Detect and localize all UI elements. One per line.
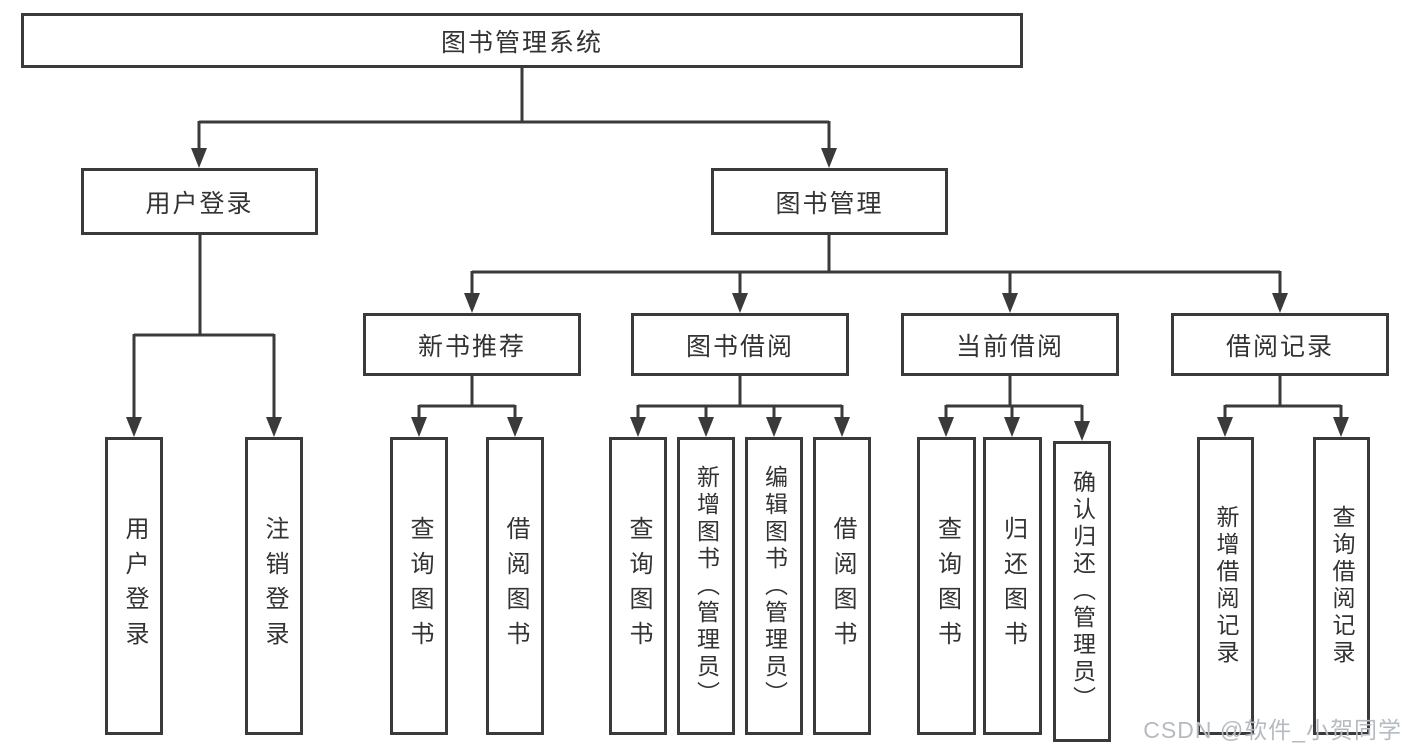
node-current-borrow-label: 当前借阅 [955,332,1064,361]
connector-new-books-to-leaves [411,376,523,437]
leaf-logout-label: 注销登录 [261,516,288,656]
leaf-record-query-label: 查询借阅记录 [1329,505,1355,667]
leaf-borrow-edit-admin-label: 编辑图书（管理员） [761,464,788,708]
connector-user-login-to-leaves [126,235,282,437]
node-book-borrow: 图书借阅 [631,313,849,376]
connector-current-borrow-to-leaves [938,376,1090,441]
node-book-borrow-label: 图书借阅 [685,332,794,361]
leaf-record-add-label: 新增借阅记录 [1213,505,1239,667]
leaf-newbooks-borrow: 借阅图书 [486,437,544,735]
leaf-record-query: 查询借阅记录 [1313,437,1370,735]
leaf-borrow-query-label: 查询图书 [625,516,652,656]
leaf-current-query: 查询图书 [917,437,976,735]
connector-root-to-level2 [191,68,837,168]
leaf-newbooks-borrow-label: 借阅图书 [502,516,529,656]
leaf-current-confirm-admin: 确认归还（管理员） [1053,441,1111,742]
leaf-newbooks-query: 查询图书 [390,437,448,735]
leaf-current-return: 归还图书 [983,437,1042,735]
node-user-login: 用户登录 [81,168,318,235]
node-book-mgmt: 图书管理 [711,168,948,235]
leaf-current-return-label: 归还图书 [999,516,1027,656]
node-borrow-records: 借阅记录 [1171,313,1389,376]
node-root-label: 图书管理系统 [440,28,603,57]
leaf-user-login: 用户登录 [105,437,163,735]
leaf-user-login-label: 用户登录 [121,516,148,656]
leaf-borrow-book: 借阅图书 [813,437,871,735]
node-current-borrow: 当前借阅 [901,313,1119,376]
leaf-logout: 注销登录 [245,437,303,735]
node-new-books-label: 新书推荐 [417,332,526,361]
connector-borrow-records-to-leaves [1217,376,1349,437]
node-borrow-records-label: 借阅记录 [1225,332,1334,361]
leaf-newbooks-query-label: 查询图书 [406,516,433,656]
leaf-record-add: 新增借阅记录 [1197,437,1254,735]
leaf-current-confirm-admin-label: 确认归还（管理员） [1069,470,1096,713]
node-root: 图书管理系统 [21,13,1023,68]
connector-book-mgmt-to-level3 [464,235,1288,313]
leaf-borrow-add-admin: 新增图书（管理员） [677,437,735,735]
node-new-books: 新书推荐 [363,313,581,376]
node-book-mgmt-label: 图书管理 [775,189,884,218]
leaf-borrow-edit-admin: 编辑图书（管理员） [745,437,803,735]
connector-book-borrow-to-leaves [630,376,850,437]
leaf-current-query-label: 查询图书 [933,516,961,656]
leaf-borrow-book-label: 借阅图书 [829,516,856,656]
leaf-borrow-add-admin-label: 新增图书（管理员） [693,464,720,708]
csdn-watermark: CSDN @软件_小贺同学 [1143,717,1402,743]
node-user-login-label: 用户登录 [145,189,254,218]
leaf-borrow-query: 查询图书 [609,437,667,735]
